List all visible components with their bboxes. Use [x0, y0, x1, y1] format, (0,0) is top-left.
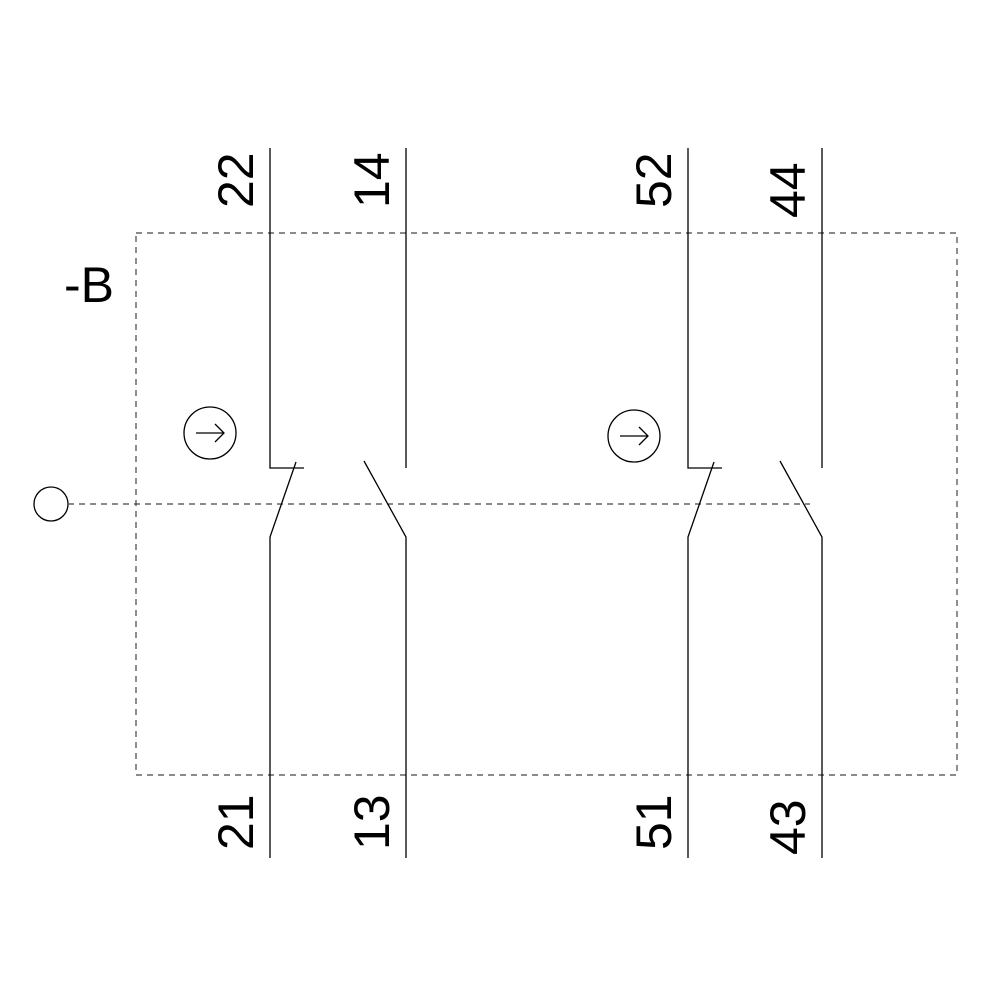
contact-group-2	[607, 148, 823, 858]
nc-contact-21-22	[269, 148, 304, 858]
positive-opening-arrow-icon	[607, 409, 661, 463]
terminal-21: 21	[208, 794, 264, 850]
no-contact-43-44	[779, 148, 823, 858]
terminal-52: 52	[626, 152, 682, 208]
positive-opening-arrow-icon	[183, 406, 237, 460]
terminal-44: 44	[760, 162, 816, 218]
terminal-43: 43	[760, 799, 816, 855]
no-contact-13-14	[363, 148, 407, 858]
contact-group-1	[183, 148, 407, 858]
nc-contact-51-52	[687, 148, 722, 858]
terminal-13: 13	[344, 794, 400, 850]
actuator-terminal	[33, 486, 69, 522]
terminal-51: 51	[626, 794, 682, 850]
terminal-14: 14	[344, 152, 400, 208]
terminal-22: 22	[208, 152, 264, 208]
device-label: -B	[64, 257, 114, 313]
